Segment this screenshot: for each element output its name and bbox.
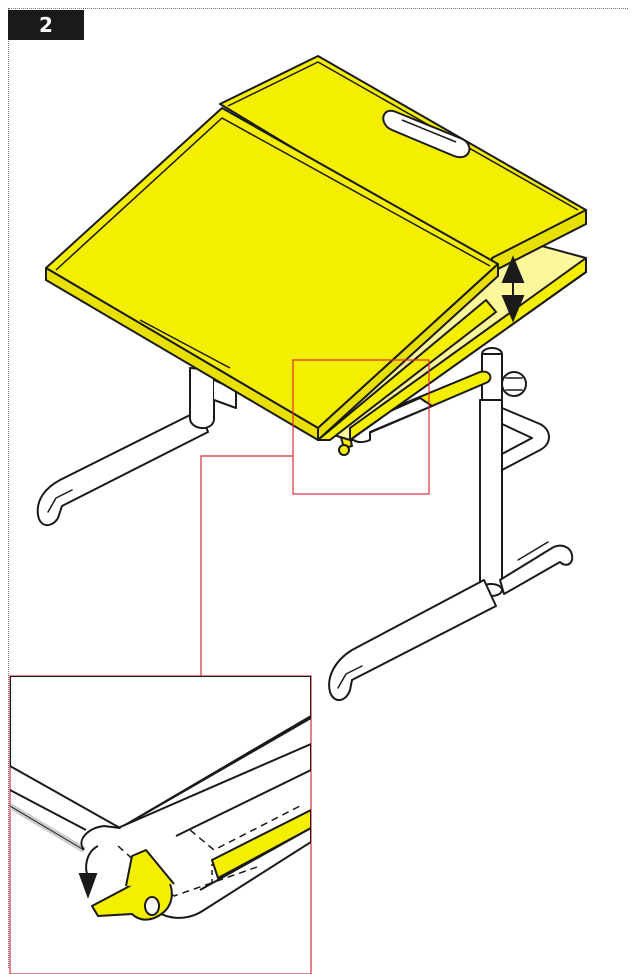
detail-yellow-bar (211, 809, 311, 879)
left-post (189, 367, 215, 429)
frame-top-border (8, 8, 628, 9)
left-foot (36, 409, 209, 527)
rear-foot (499, 544, 574, 595)
callout-lines (200, 359, 430, 676)
handle-slot (382, 109, 471, 159)
table-top (45, 55, 587, 441)
up-down-arrow-icon (501, 255, 525, 323)
down-arrow-icon (78, 845, 99, 899)
frame-left-border (8, 8, 9, 968)
step-number-badge: 2 (8, 10, 84, 40)
detail-panel (9, 675, 312, 974)
table-frame (36, 347, 574, 701)
right-column (479, 399, 503, 591)
tilt-knob (501, 371, 527, 397)
right-foot (328, 579, 497, 701)
side-arm (501, 407, 550, 471)
callout-source-box (292, 359, 430, 495)
